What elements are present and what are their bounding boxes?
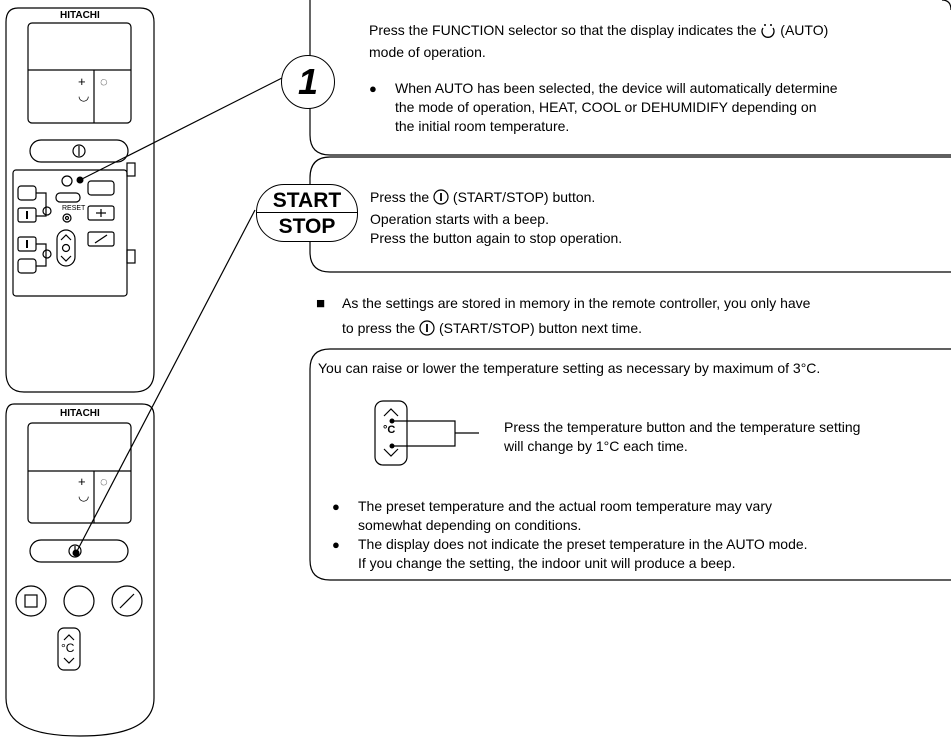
svg-text:+: + xyxy=(78,474,86,489)
memory-note-line2-after: (START/STOP) button next time. xyxy=(438,320,643,336)
step1-bullet-line3: the initial room temperature. xyxy=(395,118,570,134)
temperature-note2-line2: If you change the setting, the indoor un… xyxy=(358,555,736,571)
start-stop-badge: START STOP xyxy=(256,184,358,242)
auto-mode-icon xyxy=(760,22,776,43)
square-bullet-icon: ■ xyxy=(316,295,326,312)
temperature-box-outline xyxy=(309,348,951,581)
memory-note-line1: As the settings are stored in memory in … xyxy=(342,295,811,311)
bullet-icon: ● xyxy=(369,81,377,96)
stop-label: STOP xyxy=(278,215,336,238)
start-label: START xyxy=(272,189,342,212)
power-icon xyxy=(433,189,449,210)
temperature-note2-line1: The display does not indicate the preset… xyxy=(358,536,808,552)
svg-text:◡: ◡ xyxy=(78,88,89,103)
bullet-icon: ● xyxy=(332,499,340,514)
svg-text:◡: ◡ xyxy=(78,488,89,503)
remote-controller-top xyxy=(5,7,155,393)
svg-text:◌: ◌ xyxy=(100,474,108,489)
remote-top-brand: HITACHI xyxy=(60,10,100,21)
svg-text:+: + xyxy=(78,74,86,89)
temperature-button-desc: Press the temperature button and the tem… xyxy=(504,418,944,456)
step1-intro-line2: mode of operation. xyxy=(369,44,486,60)
step1-badge: 1 xyxy=(281,55,335,109)
temperature-note1-line2: somewhat depending on conditions. xyxy=(358,517,582,533)
temperature-button-label: °C xyxy=(383,424,396,436)
step1-intro-after: (AUTO) xyxy=(780,22,829,38)
temperature-intro: You can raise or lower the temperature s… xyxy=(318,360,821,376)
start-stop-line1-before: Press the xyxy=(370,189,430,205)
temperature-note-1: ● The preset temperature and the actual … xyxy=(332,497,942,535)
start-stop-line3: Press the button again to stop operation… xyxy=(370,230,623,246)
start-stop-line1-after: (START/STOP) button. xyxy=(452,189,596,205)
start-stop-box-outline xyxy=(309,156,951,273)
step1-intro-before: Press the FUNCTION selector so that the … xyxy=(369,22,757,38)
memory-note-line2-before: to press the xyxy=(342,320,416,336)
bullet-icon: ● xyxy=(332,537,340,552)
start-stop-text: Press the (START/STOP) button. Operation… xyxy=(370,188,930,248)
temperature-note1-line1: The preset temperature and the actual ro… xyxy=(358,498,772,514)
start-stop-line2: Operation starts with a beep. xyxy=(370,211,549,227)
temperature-desc-line2: will change by 1°C each time. xyxy=(504,438,688,454)
step1-bullet-line2: the mode of operation, HEAT, COOL or DEH… xyxy=(395,99,817,115)
memory-note: ■ As the settings are stored in memory i… xyxy=(316,291,946,344)
step1-intro: Press the FUNCTION selector so that the … xyxy=(369,21,929,62)
step1-bullet: ● When AUTO has been selected, the devic… xyxy=(369,79,939,136)
temperature-desc-line1: Press the temperature button and the tem… xyxy=(504,419,861,435)
remote-controller-bottom xyxy=(5,403,155,737)
remote-bottom-brand: HITACHI xyxy=(60,408,100,419)
temperature-note-2: ● The display does not indicate the pres… xyxy=(332,535,942,573)
step1-number: 1 xyxy=(297,61,319,102)
temperature-button-label-small: °C xyxy=(61,641,75,655)
svg-text:◌: ◌ xyxy=(100,74,108,89)
remote-top-reset-label: RESET xyxy=(62,205,86,212)
power-icon xyxy=(419,319,435,344)
step1-bullet-line1: When AUTO has been selected, the device … xyxy=(395,80,838,96)
